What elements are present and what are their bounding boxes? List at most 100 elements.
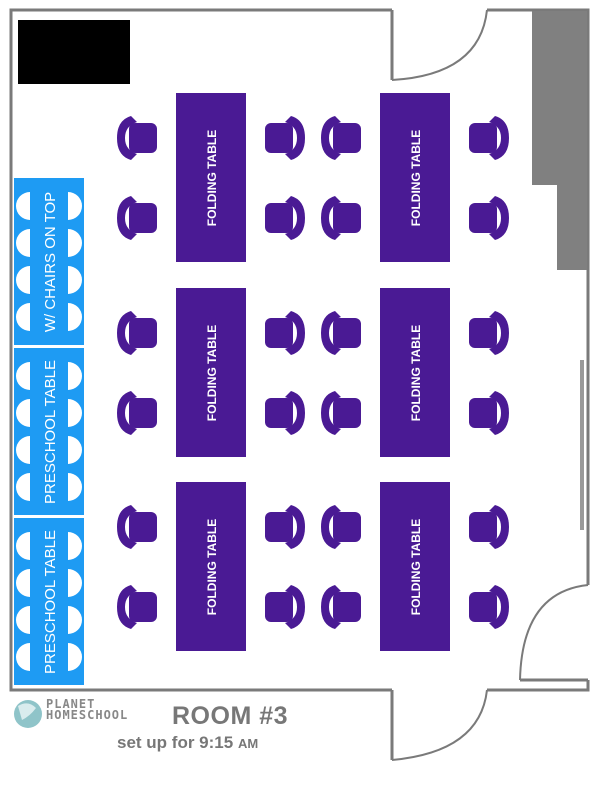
- globe-highlight: [18, 703, 36, 720]
- folding-table: FOLDING TABLE: [380, 482, 450, 651]
- chair-seat: [265, 592, 293, 622]
- chair-back: [117, 196, 137, 240]
- table-top: [380, 93, 450, 262]
- table-label: FOLDING TABLE: [409, 519, 423, 615]
- cabinet: [532, 11, 587, 185]
- chair: [265, 196, 305, 240]
- stacked-chair: [16, 229, 30, 257]
- chair-back: [285, 196, 305, 240]
- chair-seat: [469, 123, 497, 153]
- chair-back: [117, 116, 137, 160]
- setup-time-text: set up for 9:15: [117, 733, 234, 752]
- stacked-chair: [68, 436, 82, 464]
- table-label: FOLDING TABLE: [205, 325, 219, 421]
- chair: [469, 585, 509, 629]
- chair-seat: [333, 592, 361, 622]
- chair: [117, 391, 157, 435]
- chair-back: [117, 505, 137, 549]
- stacked-chair: [16, 266, 30, 294]
- chair-seat: [469, 318, 497, 348]
- stacked-chair: [68, 399, 82, 427]
- chair-seat: [333, 318, 361, 348]
- table-label: FOLDING TABLE: [205, 519, 219, 615]
- chair-back: [285, 116, 305, 160]
- chair: [117, 311, 157, 355]
- stacked-chair: [16, 303, 30, 331]
- chair: [469, 311, 509, 355]
- folding-table: FOLDING TABLE: [176, 93, 246, 262]
- table-top: [176, 93, 246, 262]
- chair-seat: [265, 512, 293, 542]
- stacked-chair: [68, 192, 82, 220]
- folding-table: FOLDING TABLE: [380, 93, 450, 262]
- stacked-chair: [16, 569, 30, 597]
- chair: [265, 585, 305, 629]
- chair-back: [285, 311, 305, 355]
- stacked-chair: [16, 606, 30, 634]
- chair: [117, 116, 157, 160]
- chair-back: [285, 585, 305, 629]
- chair-seat: [469, 398, 497, 428]
- chair-back: [321, 116, 341, 160]
- chair-seat: [469, 512, 497, 542]
- preschool-label: PRESCHOOL TABLE: [42, 360, 59, 504]
- chair-back: [489, 585, 509, 629]
- chair-seat: [469, 592, 497, 622]
- chair-back: [321, 585, 341, 629]
- stacked-chair: [16, 532, 30, 560]
- stacked-chair: [68, 569, 82, 597]
- chair-seat: [129, 203, 157, 233]
- walls: [9, 8, 590, 761]
- stacked-chair: [68, 362, 82, 390]
- table-top: [176, 482, 246, 651]
- chair-back: [285, 391, 305, 435]
- table-top: [380, 482, 450, 651]
- table-label: FOLDING TABLE: [409, 325, 423, 421]
- chair-seat: [265, 318, 293, 348]
- stacked-chair: [16, 473, 30, 501]
- stacked-chair: [68, 229, 82, 257]
- chair-back: [117, 391, 137, 435]
- chair-back: [489, 311, 509, 355]
- table-label: FOLDING TABLE: [205, 130, 219, 226]
- chair: [265, 505, 305, 549]
- chair-back: [117, 585, 137, 629]
- stacked-chair: [68, 303, 82, 331]
- chair-back: [489, 391, 509, 435]
- stacked-chair: [68, 266, 82, 294]
- stacked-chair: [16, 436, 30, 464]
- table-top: [176, 288, 246, 457]
- stacked-chair: [68, 532, 82, 560]
- chair: [265, 391, 305, 435]
- chair-seat: [129, 512, 157, 542]
- logo: PLANET HOMESCHOOL: [46, 697, 129, 722]
- stacked-chair: [16, 362, 30, 390]
- chair-seat: [129, 398, 157, 428]
- folding-table: FOLDING TABLE: [380, 288, 450, 457]
- preschool-label: PRESCHOOL TABLE: [42, 530, 59, 674]
- chair: [265, 311, 305, 355]
- chair: [117, 505, 157, 549]
- chair-back: [321, 311, 341, 355]
- chair-back: [285, 505, 305, 549]
- logo-line2: HOMESCHOOL: [46, 708, 129, 722]
- stacked-chair: [68, 473, 82, 501]
- preschool-table: PRESCHOOL TABLE: [14, 518, 84, 685]
- chair-seat: [129, 123, 157, 153]
- redacted-box: [18, 20, 130, 84]
- chair-back: [489, 505, 509, 549]
- chair-back: [117, 311, 137, 355]
- stacked-chair: [16, 643, 30, 671]
- chair-seat: [333, 398, 361, 428]
- chair-back: [489, 196, 509, 240]
- chair: [321, 116, 361, 160]
- chair: [321, 311, 361, 355]
- chair-back: [321, 391, 341, 435]
- stacked-chair: [68, 606, 82, 634]
- stacked-chair: [16, 192, 30, 220]
- chair: [469, 196, 509, 240]
- logo-line1: PLANET: [46, 697, 96, 711]
- chair: [321, 505, 361, 549]
- chair: [469, 391, 509, 435]
